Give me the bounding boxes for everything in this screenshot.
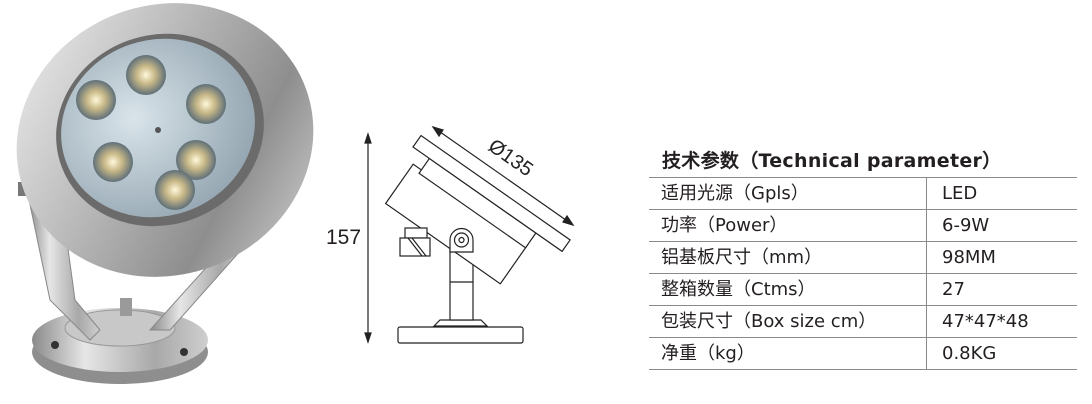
dimension-drawing: Ø135 bbox=[364, 125, 575, 344]
lamp-outline bbox=[384, 134, 571, 344]
param-value: LED bbox=[926, 177, 1077, 210]
table-row: 净重（kg）0.8KG bbox=[649, 337, 1077, 370]
product-photo bbox=[16, 3, 314, 384]
param-label: 适用光源（Gpls） bbox=[649, 177, 927, 210]
param-label: 整箱数量（Ctms） bbox=[649, 273, 927, 306]
param-value: 6-9W bbox=[926, 209, 1077, 242]
param-label: 功率（Power） bbox=[649, 209, 927, 242]
lamp-head bbox=[16, 3, 314, 277]
diameter-label: Ø135 bbox=[484, 135, 537, 181]
height-label: 157 bbox=[326, 226, 362, 249]
height-dimension-arrow bbox=[364, 132, 372, 344]
param-label: 铝基板尺寸（mm） bbox=[649, 241, 927, 274]
table-title: 技术参数（Technical parameter） bbox=[662, 150, 1002, 172]
param-label: 包装尺寸（Box size cm） bbox=[649, 305, 927, 338]
param-value: 27 bbox=[926, 273, 1077, 306]
table-row: 适用光源（Gpls）LED bbox=[649, 177, 1077, 210]
table-row: 铝基板尺寸（mm）98MM bbox=[649, 241, 1077, 274]
param-value: 47*47*48 bbox=[926, 305, 1077, 338]
diameter-dimension-arrow bbox=[431, 125, 575, 227]
param-label: 净重（kg） bbox=[649, 337, 927, 370]
technical-parameter-table: 适用光源（Gpls）LED 功率（Power）6-9W 铝基板尺寸（mm）98M… bbox=[649, 177, 1077, 370]
table-row: 包装尺寸（Box size cm）47*47*48 bbox=[649, 305, 1077, 338]
param-value: 98MM bbox=[926, 241, 1077, 274]
table-row: 功率（Power）6-9W bbox=[649, 209, 1077, 242]
table-row: 整箱数量（Ctms）27 bbox=[649, 273, 1077, 306]
param-value: 0.8KG bbox=[926, 337, 1077, 370]
